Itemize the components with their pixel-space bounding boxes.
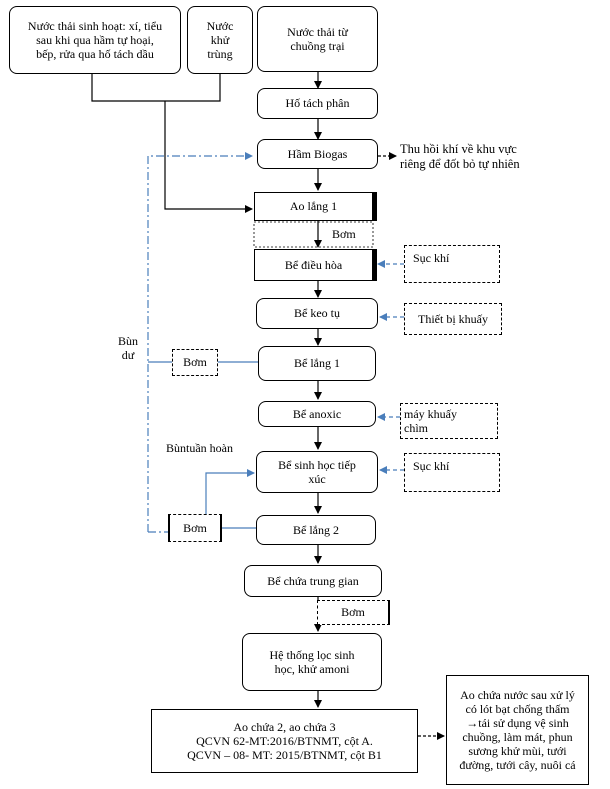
clarifier-1-box: Bể lắng 1 — [258, 346, 376, 381]
pump-box-inter: Bơm — [317, 600, 390, 625]
contact-bio-tank-box: Bể sinh học tiếp xúc — [256, 451, 378, 493]
aeration-box-2: Sục khí — [404, 453, 500, 492]
arrow-inputs-settle1 — [164, 101, 253, 213]
pump-label-settle1: Bơm — [332, 227, 356, 241]
intermediate-tank-box: Bể chứa trung gian — [244, 565, 382, 597]
line-domestic-input — [91, 74, 221, 102]
bio-filter-box: Hệ thống lọc sinh học, khử amoni — [242, 633, 382, 691]
sludge-return-line — [147, 152, 253, 532]
clarifier-2-box: Bể lắng 2 — [256, 515, 376, 545]
excess-sludge-label: Bùn dư — [118, 334, 139, 363]
domestic-wastewater-box: Nước thải sinh hoạt: xí, tiểu sau khi qu… — [9, 6, 181, 74]
separator-box: Hố tách phân — [257, 88, 378, 119]
biogas-box: Hầm Biogas — [257, 139, 378, 169]
aeration-box-1: Sục khí — [404, 245, 500, 283]
coagulation-tank-box: Bể keo tụ — [256, 298, 378, 329]
pump-box-clar2: Bơm — [168, 514, 222, 542]
equalization-tank-box: Bể điều hòa — [254, 249, 377, 281]
settle-pond-1-box: Ao lắng 1 — [254, 192, 377, 221]
anoxic-tank-box: Bể anoxic — [258, 401, 376, 427]
return-sludge-label: Bùntuần hoàn — [166, 441, 233, 455]
reuse-pond-box: Ao chứa nước sau xử lý có lót bạt chống … — [446, 675, 589, 785]
disinfect-water-box: Nước khử trùng — [187, 6, 253, 74]
arrow-return-sludge — [205, 469, 255, 517]
mixer-box: Thiết bị khuấy — [404, 303, 502, 335]
submersible-mixer-box: máy khuấy chìm — [400, 403, 498, 439]
gas-recovery-label: Thu hồi khí về khu vực riêng để đốt bỏ t… — [400, 142, 520, 171]
barn-wastewater-box: Nước thải từ chuồng trại — [257, 6, 378, 72]
pump-box-clar1: Bơm — [172, 349, 218, 376]
final-ponds-box: Ao chứa 2, ao chứa 3 QCVN 62-MT:2016/BTN… — [151, 709, 418, 773]
